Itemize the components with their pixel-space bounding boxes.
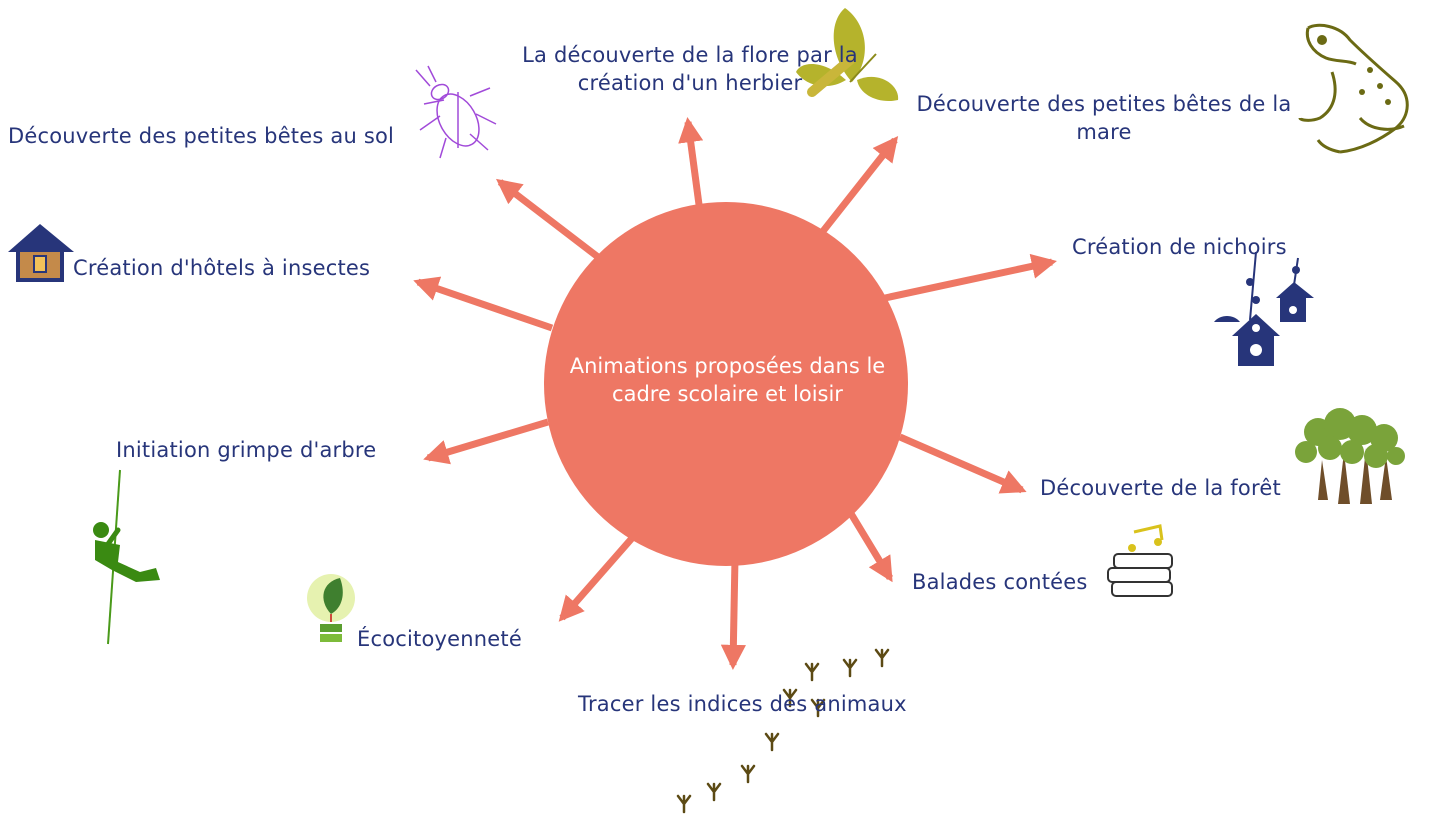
- label-grimpe: Initiation grimpe d'arbre: [116, 438, 377, 462]
- arrow-balades: [847, 510, 893, 583]
- arrow-mare: [817, 136, 899, 238]
- arrow-hotels: [413, 276, 554, 332]
- birdhouse-icon: [1214, 251, 1314, 366]
- beetle-icon: [415, 65, 497, 159]
- frog-icon: [1298, 23, 1409, 154]
- label-mare: Découverte des petites bêtes de la mare: [916, 92, 1292, 144]
- trees-icon: [1295, 408, 1405, 504]
- label-hotels: Création d'hôtels à insectes: [73, 256, 371, 280]
- arrow-foret: [898, 433, 1027, 494]
- label-nichoirs: Création de nichoirs: [1072, 235, 1287, 259]
- arrow-sol: [495, 178, 601, 260]
- label-flore: La découverte de la flore par la créatio…: [522, 43, 858, 95]
- arrow-ecocitoyennete: [558, 534, 636, 622]
- label-foret: Découverte de la forêt: [1040, 476, 1281, 500]
- label-sol: Découverte des petites bêtes au sol: [8, 124, 395, 148]
- arrows: [413, 117, 1057, 671]
- eco-bulb-icon: [307, 574, 355, 642]
- leaf-icon: [796, 8, 899, 102]
- arrow-flore: [678, 117, 704, 213]
- bird-tracks-icon: [676, 648, 890, 814]
- arrow-indices: [720, 557, 746, 671]
- insect-hotel-icon: [8, 224, 74, 282]
- label-balades: Balades contées: [912, 570, 1088, 594]
- central-hub-label: Animations proposées dans le cadre scola…: [569, 354, 886, 406]
- arrow-grimpe: [423, 418, 550, 465]
- climber-icon: [93, 469, 160, 645]
- central-hub: [544, 202, 908, 566]
- label-indices: Tracer les indices des animaux: [578, 692, 907, 716]
- books-icon: [1107, 524, 1173, 597]
- arrow-nichoirs: [884, 253, 1057, 302]
- label-ecocitoyennete: Écocitoyenneté: [357, 627, 522, 651]
